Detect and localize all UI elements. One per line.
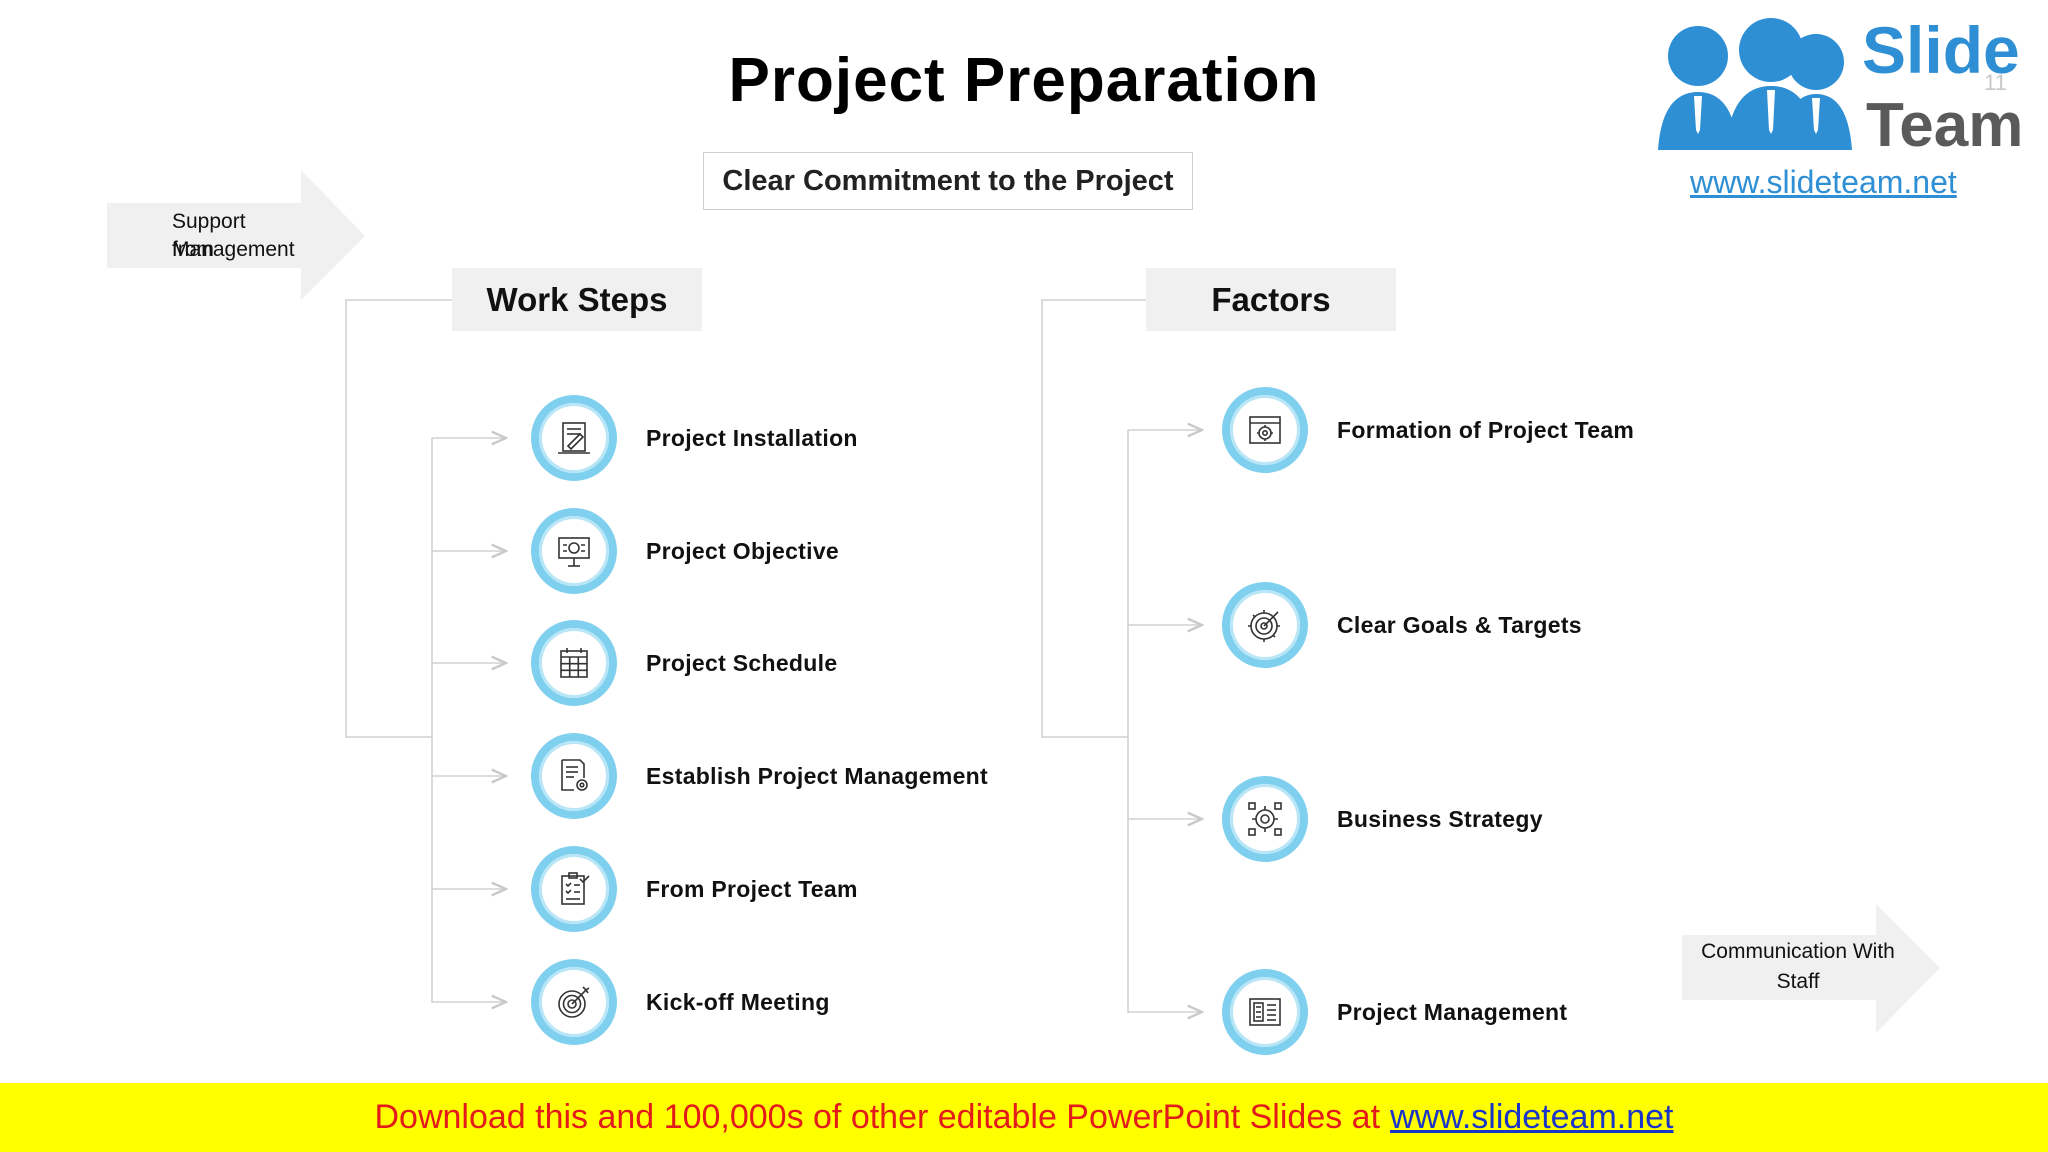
logo-url-link[interactable]: www.slideteam.net — [1690, 164, 1957, 200]
logo-word-slide: Slide — [1862, 13, 2020, 87]
work-step-label: Kick-off Meeting — [646, 989, 830, 1015]
work-step-label: Establish Project Management — [646, 763, 988, 789]
target-icon — [531, 959, 617, 1045]
factors-heading: Factors — [1146, 268, 1396, 331]
page-title: Project Preparation — [728, 46, 1320, 115]
banner-text: Download this and 100,000s of other edit… — [374, 1098, 1381, 1136]
slideteam-logo: Slide Team 11 www.slideteam.net — [1638, 0, 2048, 200]
document-gear-icon — [531, 733, 617, 819]
work-step-label: Project Schedule — [646, 650, 838, 676]
communication-line-1: Communication With — [1701, 940, 1895, 963]
communication-line-2: Staff — [1776, 970, 1820, 993]
browser-gear-icon — [1222, 387, 1308, 473]
document-edit-icon — [531, 395, 617, 481]
dashboard-icon — [1222, 969, 1308, 1055]
support-line-1: Support from — [172, 210, 246, 261]
page-number: 11 — [1984, 70, 2007, 95]
presentation-board-icon — [531, 508, 617, 594]
work-step-label: From Project Team — [646, 876, 858, 902]
commitment-box: Clear Commitment to the Project — [703, 152, 1193, 210]
communication-arrow-shape — [1682, 904, 1940, 1033]
banner-url-link[interactable]: www.slideteam.net — [1390, 1098, 1674, 1136]
factor-label: Project Management — [1337, 999, 1568, 1025]
calendar-icon — [531, 620, 617, 706]
factor-label: Business Strategy — [1337, 806, 1543, 832]
download-banner: Download this and 100,000s of other edit… — [0, 1083, 2048, 1152]
work-step-label: Project Installation — [646, 425, 858, 451]
target-gear-icon — [1222, 582, 1308, 668]
work-step-label: Project Objective — [646, 538, 840, 564]
factor-label: Clear Goals & Targets — [1337, 612, 1582, 638]
support-arrow-shape — [107, 170, 365, 300]
people-logo-icon — [1658, 18, 1852, 150]
checklist-icon — [531, 846, 617, 932]
support-line-2: Management — [172, 238, 295, 261]
work-steps-heading: Work Steps — [452, 268, 702, 331]
factor-label: Formation of Project Team — [1337, 417, 1635, 443]
strategy-gear-icon — [1222, 776, 1308, 862]
logo-word-team: Team — [1866, 91, 2024, 160]
